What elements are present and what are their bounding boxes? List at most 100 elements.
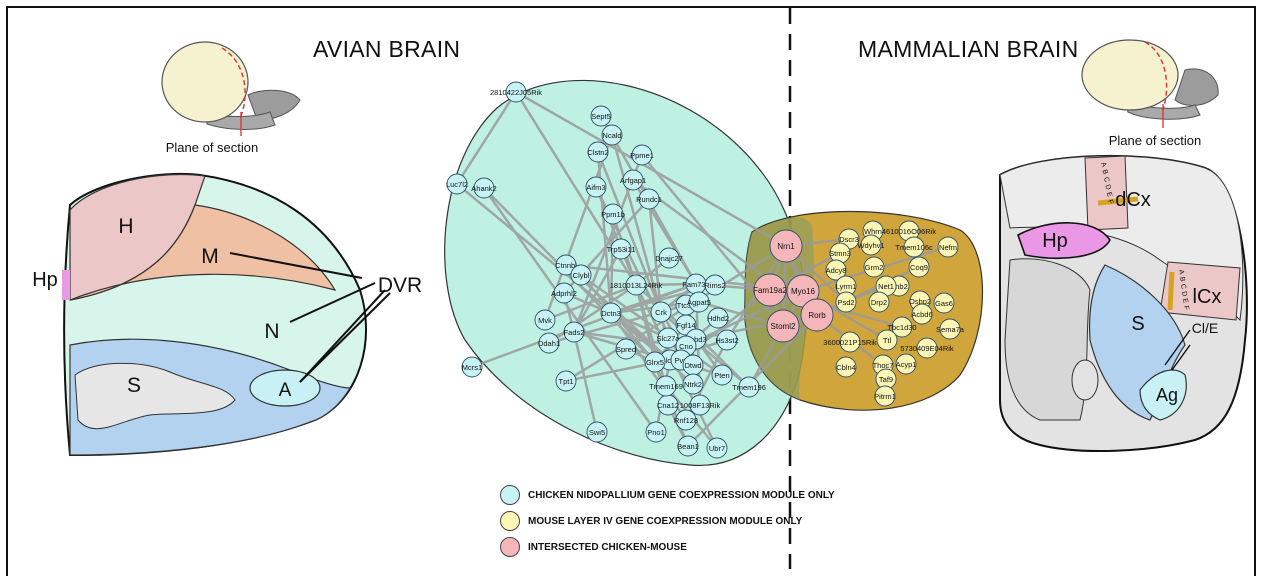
chicken-node-label: Cna12	[657, 401, 679, 410]
chicken-node: Pno1	[645, 421, 667, 443]
chicken-node: Hdhd2	[707, 307, 729, 329]
legend-swatch-chicken	[500, 485, 520, 505]
lcx-region	[1159, 261, 1241, 321]
chicken-node-circle	[610, 238, 632, 260]
chicken-node: Glrx5	[644, 351, 666, 373]
chicken-node-label: Mcrs1	[462, 363, 482, 372]
intersect-node-label: Fam19a2	[753, 286, 787, 295]
chicken-node: 1810013L24Rik	[610, 274, 663, 296]
chicken-node: Mvk	[534, 309, 556, 331]
mouse-node-label: Phb2	[890, 282, 908, 291]
mouse-node-circle	[939, 318, 961, 340]
chicken-node: Rims2	[704, 274, 726, 296]
mouse-node: Acbd6	[911, 303, 933, 325]
chicken-node: Aifm3	[585, 176, 607, 198]
chicken-node: Cna12	[657, 394, 679, 416]
chicken-node-label: Fam73b	[682, 280, 710, 289]
region-label-cl-e: Cl/E	[1192, 320, 1218, 336]
mouse-node: Coq9	[908, 256, 930, 278]
region-label-a: A	[279, 380, 292, 401]
mouse-node-label: Wdyhv1	[857, 241, 884, 250]
chicken-node: Slc27a	[657, 327, 680, 349]
chicken-node-circle	[553, 282, 575, 304]
cortical-layer-letter: A	[1099, 161, 1107, 168]
mesopallium-region	[69, 204, 337, 301]
chicken-node-label: Ahank2	[471, 184, 496, 193]
chicken-node: Trp53i11	[607, 238, 635, 260]
chicken-node-circle	[657, 327, 679, 349]
mouse-node: Ttl	[876, 329, 898, 351]
chicken-node: Mcrs1	[461, 356, 483, 378]
chicken-node-label: Ncald	[602, 131, 621, 140]
chicken-node-circle	[473, 177, 495, 199]
region-label-dvr: DVR	[378, 274, 422, 297]
chicken-node: Agpat5	[687, 291, 711, 313]
chicken-node: Dctn3	[600, 302, 622, 324]
chicken-node: Swi5	[586, 421, 608, 443]
mouse-node-circle	[839, 331, 861, 353]
region-label-h: H	[118, 215, 133, 238]
chicken-node-circle	[555, 370, 577, 392]
network-edge	[470, 282, 698, 369]
legend-item-chicken: CHICKEN NIDOPALLIUM GENE COEXPRESSION MO…	[500, 483, 835, 507]
chicken-node: Spred	[615, 338, 637, 360]
chicken-node-circle	[650, 301, 672, 323]
mouse-node: Grm2	[863, 256, 885, 278]
region-label-lcx: lCx	[1193, 286, 1222, 308]
cortical-layer-letter: A	[1177, 269, 1185, 275]
region-label-hp-mammal: Hp	[1042, 230, 1068, 252]
mouse-node-label: Tbc1d30	[887, 323, 916, 332]
mouse-node-circle	[868, 291, 890, 313]
chicken-node: Hs3st2	[715, 329, 739, 351]
chicken-node-circle	[555, 254, 577, 276]
mouse-node-circle	[876, 329, 898, 351]
chicken-node: Ncald	[601, 124, 623, 146]
cortical-layer-letter: E	[1181, 298, 1189, 304]
chicken-node-circle	[706, 437, 728, 459]
legend: CHICKEN NIDOPALLIUM GENE COEXPRESSION MO…	[500, 483, 835, 561]
mouse-node-circle	[895, 353, 917, 375]
chicken-node-label: Tmem169	[649, 382, 683, 391]
mouse-node-circle	[874, 385, 896, 407]
chicken-node: 1008F13Rik	[680, 394, 720, 416]
chicken-node-label: Tmem196	[732, 383, 766, 392]
chicken-node: 2810422J05Rik	[490, 81, 542, 103]
chicken-node-label: Rundc1	[636, 195, 662, 204]
chicken-node-label: Pvrl	[675, 356, 688, 365]
chicken-node-label: Rims2	[704, 281, 725, 290]
mammalian-brain-title: MAMMALIAN BRAIN	[858, 36, 1079, 62]
mouse-node: Tmem106c	[895, 236, 933, 258]
legend-item-mouse: MOUSE LAYER IV GENE COEXPRESSION MODULE …	[500, 509, 835, 533]
chicken-node-circle	[645, 421, 667, 443]
chicken-node: Tmem169	[649, 375, 683, 397]
cortical-layer-letter: D	[1180, 291, 1188, 297]
mouse-node-circle	[903, 236, 925, 258]
chicken-node: Rnf128	[674, 409, 698, 431]
region-label-hp-avian: Hp	[32, 269, 58, 291]
chicken-node: Bean1	[677, 435, 699, 457]
mouse-node: Gas6	[933, 292, 955, 314]
legend-label-chicken: CHICKEN NIDOPALLIUM GENE COEXPRESSION MO…	[528, 489, 835, 501]
mouse-node-label: Drp2	[871, 298, 887, 307]
chicken-node-label: 2810422J05Rik	[490, 88, 542, 97]
chicken-node-circle	[716, 329, 738, 351]
mouse-node-circle	[863, 256, 885, 278]
network-edge	[543, 283, 638, 322]
mouse-node-label: Nefm	[939, 243, 957, 252]
chicken-node-circle	[615, 338, 637, 360]
network-edge	[564, 244, 788, 383]
chicken-node: Ctnnbl	[555, 254, 577, 276]
chicken-node-label: Swi5	[589, 428, 605, 437]
mouse-node-circle	[835, 356, 857, 378]
mouse-node-label: 5730409E04Rik	[900, 344, 954, 353]
chicken-node-label: Dtwd	[684, 361, 701, 370]
chicken-node-label: Ntrk2	[684, 380, 702, 389]
chicken-node-circle	[704, 274, 726, 296]
chicken-node-circle	[644, 351, 666, 373]
chicken-node-label: Arfgap1	[620, 176, 646, 185]
mouse-node-label: 4610016O06Rik	[882, 227, 936, 236]
network-edge	[572, 330, 599, 434]
